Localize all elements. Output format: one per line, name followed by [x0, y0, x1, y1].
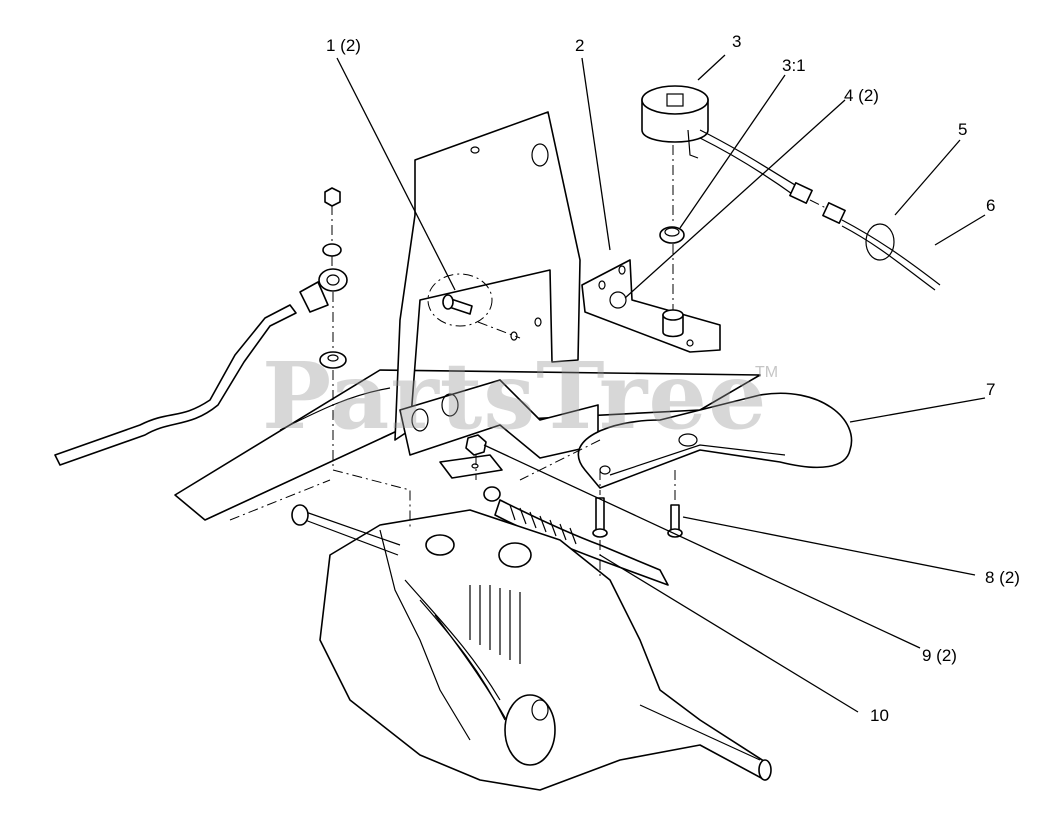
sensor-knob	[641, 85, 709, 159]
callout-8: 8 (2)	[985, 568, 1020, 587]
bolt-circle	[427, 273, 493, 327]
control-rod	[54, 304, 297, 466]
callout-3-1: 3:1	[782, 56, 806, 75]
hex-nut	[465, 434, 487, 456]
callout-2: 2	[575, 36, 585, 55]
main-bracket	[394, 111, 581, 441]
callout-3: 3	[732, 32, 742, 51]
cooling-fins	[469, 585, 521, 664]
trademark-symbol: TM	[755, 364, 779, 381]
link-plate	[439, 454, 503, 479]
spring-washer	[659, 226, 685, 244]
callout-6: 6	[986, 196, 996, 215]
transaxle	[291, 504, 772, 791]
callout-10: 10	[870, 706, 889, 725]
screw-8a	[592, 497, 608, 538]
callout-9: 9 (2)	[922, 646, 957, 665]
wire-harness	[699, 129, 941, 291]
alignment-lines	[229, 145, 827, 580]
control-cable	[483, 486, 669, 586]
callout-1: 1 (2)	[326, 36, 361, 55]
leader-lines	[336, 54, 986, 713]
cover-plate	[577, 392, 853, 489]
callout-4: 4 (2)	[844, 86, 879, 105]
washer-lower	[319, 351, 347, 369]
callout-5: 5	[958, 120, 968, 139]
callout-7: 7	[986, 380, 996, 399]
cable-boot	[509, 504, 577, 545]
rod-end	[299, 268, 348, 313]
washer-upper	[322, 243, 342, 257]
top-nut	[324, 187, 341, 207]
pivot-bushing	[662, 309, 684, 338]
angle-bracket	[581, 259, 721, 353]
